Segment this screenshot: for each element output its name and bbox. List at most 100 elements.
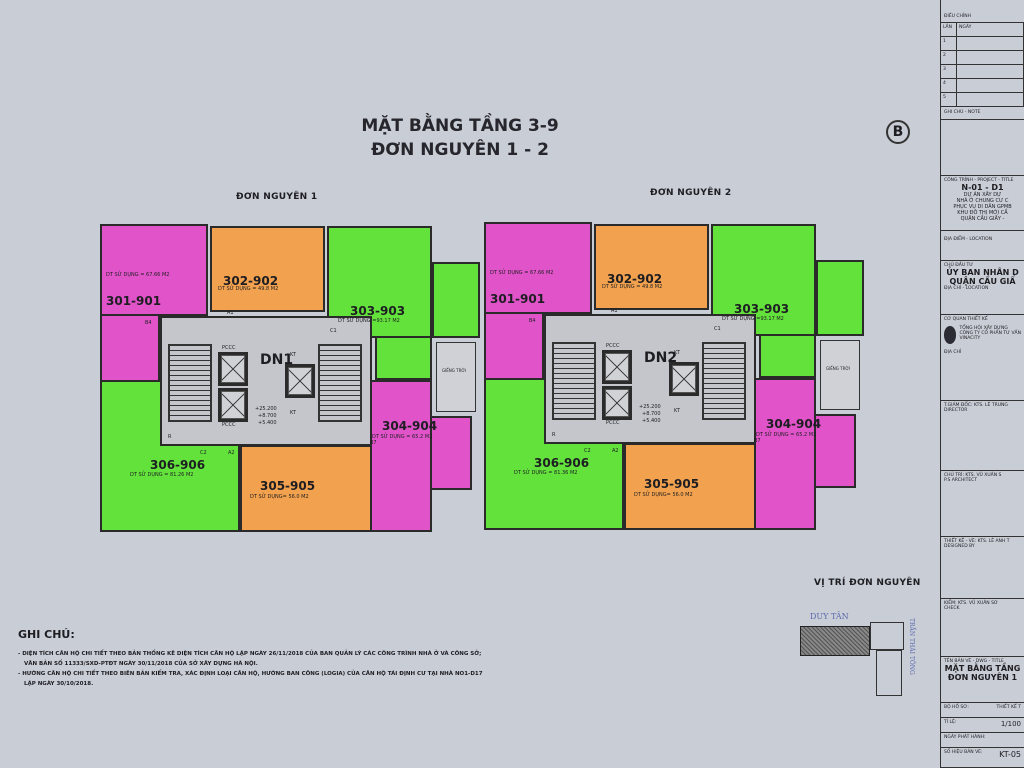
chief-en: P.S ARCHITECT	[944, 478, 978, 483]
location-label: ĐỊA ĐIỂM - LOCATION	[941, 231, 1024, 261]
core-tag: C2	[584, 448, 591, 454]
core-tag: A2	[612, 448, 619, 454]
unit-number: 301-901	[490, 292, 546, 306]
plan-heading-1: ĐƠN NGUYÊN 1	[236, 192, 318, 202]
apartment-unit	[430, 416, 472, 490]
unit-area: DT SỬ DỤNG = 67.66 M2	[490, 270, 554, 276]
rev-row: 2	[941, 51, 957, 65]
apartment-unit	[100, 224, 208, 316]
plan-heading-2: ĐƠN NGUYÊN 2	[650, 188, 732, 198]
project-line: DỰ ÁN XÂY DỰ	[963, 192, 1002, 198]
set-label: BỘ HỒ SƠ:	[944, 705, 969, 710]
core-tag: B7	[754, 438, 761, 444]
core-tag: C2	[200, 450, 207, 456]
building-footprint-highlight	[800, 626, 870, 656]
building-footprint	[870, 622, 904, 650]
company-logo	[944, 326, 957, 344]
unit-number: 303-903	[734, 302, 790, 316]
unit-area: DT SỬ DỤNG = 81.26 M2	[130, 472, 194, 478]
unit-number: 306-906	[150, 458, 206, 472]
apartment-unit	[240, 445, 372, 532]
owner-line: ỦY BAN NHÂN D	[946, 268, 1019, 277]
designer-line: CÔNG TY CỔ PHẦN TƯ VẤN	[959, 331, 1021, 336]
director-en: DIRECTOR	[944, 408, 968, 413]
designer-line: VINACITY	[959, 336, 981, 341]
unit-number: 306-906	[534, 456, 590, 470]
apartment-unit	[624, 443, 756, 530]
core-tag: KT	[674, 350, 680, 356]
unit-number: 305-905	[260, 479, 316, 493]
project-label: CÔNG TRÌNH - PROJECT - TITLE	[944, 178, 1014, 183]
elevator	[218, 388, 248, 422]
unit-area: DT SỬ DỤNG = 49.8 M2	[602, 284, 663, 290]
apartment-unit	[210, 226, 325, 312]
designed-en: DESIGNED BY	[944, 544, 975, 549]
light-well	[820, 340, 860, 410]
rev-col: NGÀY	[957, 23, 1024, 37]
unit-area: DT SỬ DỤNG = 49.8 M2	[218, 286, 279, 292]
staircase	[318, 344, 362, 422]
core-tag: A2	[228, 450, 235, 456]
scale-label: TỈ LỆ:	[944, 720, 957, 725]
core-tag: C1	[714, 326, 721, 332]
apartment-unit	[484, 222, 592, 314]
core-label: DN2	[644, 350, 678, 366]
core-tag: +25.200	[639, 404, 661, 410]
core-tag: +8.700	[258, 413, 277, 419]
drawing-title: MẶT BẰNG TẦNG 3-9 ĐƠN NGUYÊN 1 - 2	[330, 114, 590, 162]
apartment-unit	[814, 414, 856, 488]
rev-row: 5	[941, 93, 957, 107]
apartment-unit	[432, 262, 480, 338]
check-en: CHECK	[944, 606, 960, 611]
unit-number: 305-905	[644, 477, 700, 491]
rev-row: 1	[941, 37, 957, 51]
core-tag: KT	[290, 410, 296, 416]
core-tag: KT	[674, 408, 680, 414]
unit-number: 303-903	[350, 304, 406, 318]
unit-number: 304-904	[766, 417, 822, 431]
rev-col: LẦN	[941, 23, 957, 37]
revision-label: ĐIỀU CHỈNH	[944, 14, 971, 19]
light-well-label: GIẾNG TRỜI	[826, 366, 851, 371]
note-line: - DIỆN TÍCH CĂN HỘ CHI TIẾT THEO BẢN THỐ…	[18, 651, 482, 657]
apartment-unit	[100, 314, 160, 382]
dwg-label: TÊN BẢN VẼ - DWG - TITLE	[944, 659, 1004, 664]
elevator	[669, 362, 699, 396]
unit-area: DT SỬ DỤNG =93.17 M2	[338, 318, 400, 324]
director: T.GIÁM ĐỐC: KTS. LÊ TRUNG	[944, 403, 1008, 408]
dwg-line: ĐƠN NGUYÊN 1	[947, 673, 1018, 682]
owner-location: ĐỊA CHỈ - LOCATION	[944, 286, 989, 291]
light-well	[436, 342, 476, 412]
apartment-unit	[484, 312, 544, 380]
core-tag: +8.700	[642, 411, 661, 417]
core-tag: R	[168, 434, 172, 440]
core-tag: B4	[529, 318, 536, 324]
unit-area: DT SỬ DỤNG =93.17 M2	[722, 316, 784, 322]
elevator	[602, 350, 632, 384]
elevator	[285, 364, 315, 398]
core-tag: PCCC	[222, 345, 236, 351]
elevator	[602, 386, 632, 420]
title-line-1: MẶT BẰNG TẦNG 3-9	[361, 116, 559, 136]
core-tag: C1	[330, 328, 337, 334]
north-arrow-icon: B	[886, 120, 910, 144]
core-tag: A1	[611, 308, 618, 314]
unit-area: DT SỬ DỤNG = 81.36 M2	[514, 470, 578, 476]
core-tag: B7	[370, 440, 377, 446]
core-tag: PCCC	[606, 343, 620, 349]
core-tag: KT	[290, 352, 296, 358]
core-tag: B4	[145, 320, 152, 326]
unit-number: 301-901	[106, 294, 162, 308]
owner-label: CHỦ ĐẦU TƯ	[944, 263, 974, 268]
date-label: NGÀY PHÁT HÀNH:	[944, 735, 986, 740]
note-line: VĂN BẢN SỐ 11333/SXD-PTĐT NGÀY 30/11/201…	[24, 661, 258, 667]
apartment-unit	[759, 334, 816, 378]
rev-row: 3	[941, 65, 957, 79]
drawing-no-label: SỐ HIỆU BẢN VẼ:	[944, 750, 983, 755]
core-tag: R	[552, 432, 556, 438]
apartment-unit	[375, 336, 432, 380]
site-location-diagram: VỊ TRÍ ĐƠN NGUYÊN DUY TÂN TRẦN THÁI TÔNG	[790, 578, 930, 698]
street-label: TRẦN THÁI TÔNG	[908, 618, 915, 675]
